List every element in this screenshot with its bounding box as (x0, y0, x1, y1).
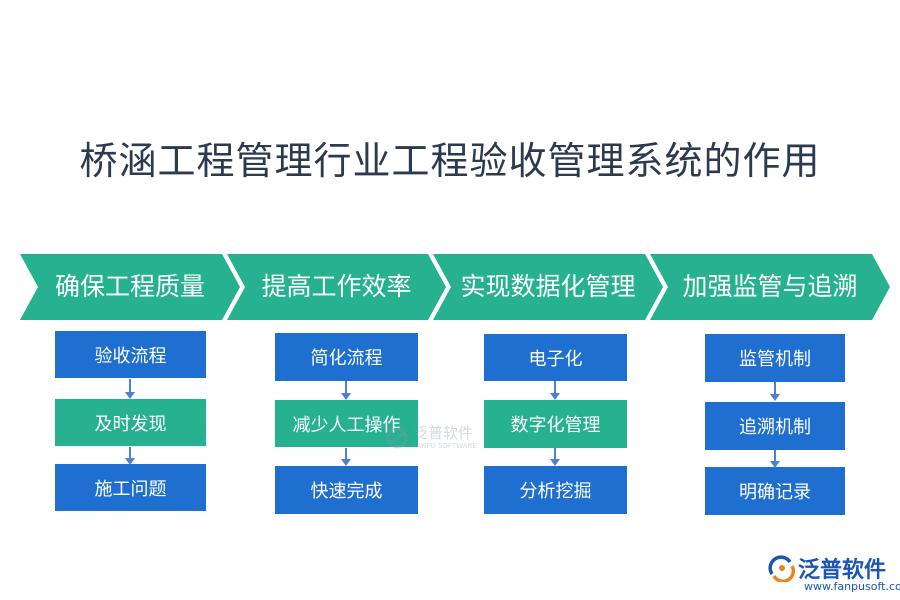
col4-item-3: 明确记录 (705, 467, 845, 515)
column-header-1: 确保工程质量 (54, 272, 205, 301)
col1-item-2: 及时发现 (55, 399, 206, 446)
col1-arrow-2 (125, 447, 135, 465)
col2-arrow-2 (341, 448, 351, 466)
col3-item-1: 电子化 (484, 334, 627, 381)
logo-name: 泛普软件 (798, 558, 887, 583)
col4-item-2: 追溯机制 (705, 402, 845, 450)
col4-arrow-2 (770, 450, 780, 468)
watermark: 泛普软件 FANPU SOFTWARE (385, 422, 495, 456)
col1-arrow-1 (125, 379, 135, 399)
col3-arrow-1 (550, 381, 560, 400)
fanpu-logo-icon (768, 555, 796, 582)
column-header-2: 提高工作效率 (261, 272, 412, 301)
column-header-3: 实现数据化管理 (460, 272, 636, 301)
logo-url: www.fanpusoft.com (804, 580, 900, 593)
col3-item-2: 数字化管理 (484, 400, 627, 448)
col4-arrow-1 (770, 382, 780, 401)
col2-arrow-1 (341, 381, 351, 400)
col2-item-2: 减少人工操作 (275, 400, 418, 447)
fanpu-logo: 泛普软件 www.fanpusoft.com (768, 552, 900, 596)
chevron-band (20, 254, 890, 320)
chevron-2 (227, 254, 446, 320)
col3-item-3: 分析挖掘 (484, 466, 627, 514)
col4-item-1: 监管机制 (705, 334, 845, 382)
watermark-sub: FANPU SOFTWARE (413, 442, 477, 450)
chevron-1 (20, 254, 240, 320)
col2-item-3: 快速完成 (275, 466, 418, 514)
chevron-4 (650, 254, 890, 320)
col2-item-1: 简化流程 (275, 333, 418, 381)
diagram-title: 桥涵工程管理行业工程验收管理系统的作用 (79, 139, 821, 183)
watermark-logo-icon (386, 427, 408, 449)
col1-item-1: 验收流程 (55, 331, 206, 378)
col3-arrow-2 (550, 448, 560, 466)
watermark-name: 泛普软件 (413, 424, 474, 442)
chevron-3 (433, 254, 663, 320)
column-header-4: 加强监管与追溯 (682, 272, 858, 301)
col1-item-3: 施工问题 (55, 464, 206, 511)
